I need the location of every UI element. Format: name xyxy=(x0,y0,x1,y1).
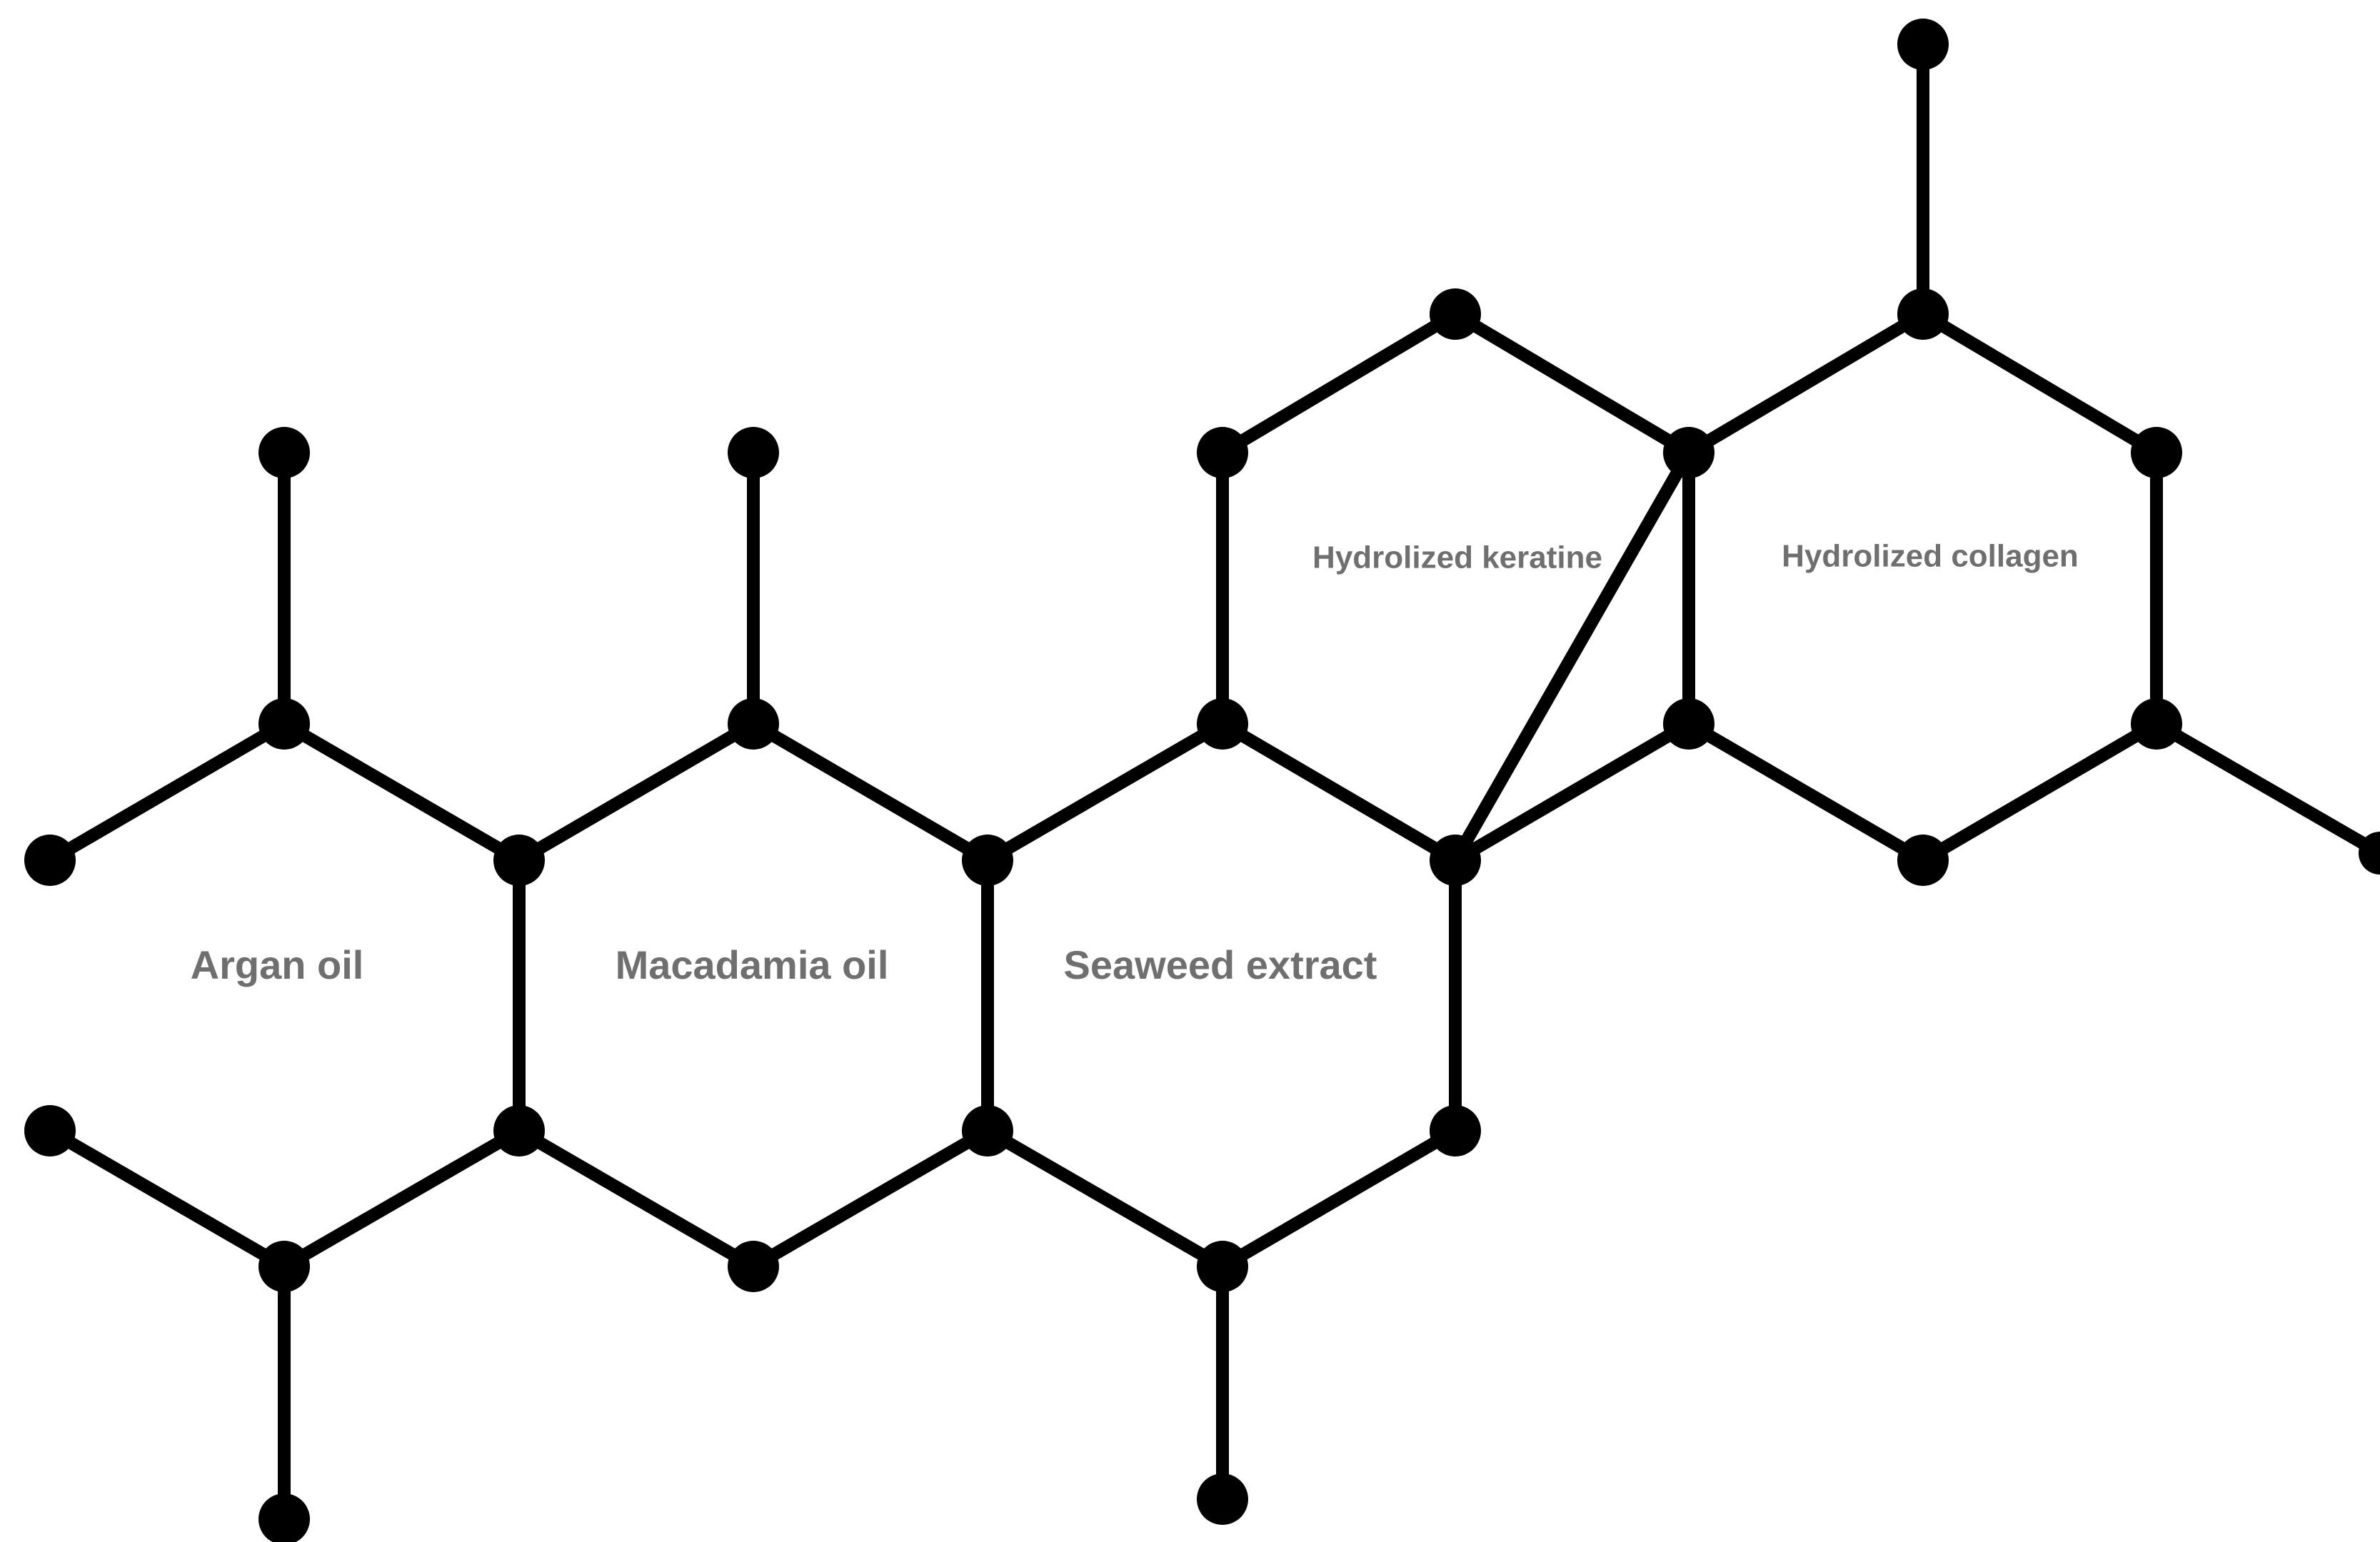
bond-line-c2-b3 xyxy=(981,717,1229,867)
atom-node-f3 xyxy=(1197,1473,1248,1525)
atom-node-b1 xyxy=(258,698,310,750)
atom-node-e3 xyxy=(1197,1241,1248,1292)
bond-line-c3-i1 xyxy=(1449,717,1695,867)
atom-node-h1 xyxy=(1197,427,1248,478)
bond-line-d2-e3 xyxy=(981,1124,1229,1273)
atom-node-k1 xyxy=(1897,288,1949,340)
atom-node-g1 xyxy=(1430,288,1481,340)
bond-line-d3-e3 xyxy=(1216,1124,1462,1273)
label-seaweed-extract: Seaweed extract xyxy=(1064,942,1377,987)
bond-line-b1-c1 xyxy=(278,717,526,867)
bond-line-j1-i2 xyxy=(1917,717,2163,867)
bond-line-b2-c1 xyxy=(513,717,760,867)
atom-node-d0 xyxy=(24,1105,76,1156)
atom-node-d2 xyxy=(962,1105,1013,1156)
bond-line-d1-e1 xyxy=(278,1124,526,1273)
atom-node-k2 xyxy=(1897,19,1949,70)
bond-line-b1-c0 xyxy=(44,717,291,867)
label-argan-oil: Argan oil xyxy=(191,942,364,987)
bond-line-d1-e2 xyxy=(513,1124,760,1273)
label-hydrolized-collagen: Hydrolized collagen xyxy=(1782,539,2079,574)
atom-node-a2 xyxy=(728,427,779,478)
atom-node-i2 xyxy=(2131,698,2182,750)
bond-line-k1-h2 xyxy=(1682,308,1929,459)
bond-lines xyxy=(44,38,2380,1526)
atom-node-h2 xyxy=(1663,427,1714,478)
label-macadamia-oil: Macadamia oil xyxy=(616,942,889,987)
bond-line-d0-e1 xyxy=(44,1124,291,1273)
atom-node-c0 xyxy=(24,835,76,886)
label-hydrolized-keratine: Hydrolized keratine xyxy=(1312,540,1602,575)
atom-node-b2 xyxy=(728,698,779,750)
atom-node-c3 xyxy=(1430,835,1481,886)
atom-node-c1 xyxy=(493,835,545,886)
bond-line-g1-h2 xyxy=(1449,308,1695,459)
atom-node-h3 xyxy=(2131,427,2182,478)
atom-node-b3 xyxy=(1197,698,1248,750)
bond-line-i1-j1 xyxy=(1682,717,1929,867)
atom-node-c2 xyxy=(962,835,1013,886)
atom-node-a1 xyxy=(258,427,310,478)
atom-node-e1 xyxy=(258,1241,310,1292)
atom-nodes xyxy=(24,19,2380,1542)
atom-node-e2 xyxy=(728,1241,779,1292)
atom-node-f1 xyxy=(258,1493,310,1542)
bond-line-b2-c2 xyxy=(747,717,994,867)
bond-line-h2-c3 xyxy=(1449,446,1695,867)
atom-node-r1 xyxy=(2359,832,2380,875)
atom-node-d1 xyxy=(493,1105,545,1156)
atom-node-i1 xyxy=(1663,698,1714,750)
bond-line-i2-r1 xyxy=(2150,717,2380,860)
atom-node-d3 xyxy=(1430,1105,1481,1156)
bond-line-b3-c3 xyxy=(1216,717,1462,867)
bond-line-d2-e2 xyxy=(747,1124,994,1273)
bond-line-h3-k1 xyxy=(1917,308,2163,459)
atom-node-j1 xyxy=(1897,835,1949,886)
bond-line-h1-g1 xyxy=(1216,308,1462,459)
